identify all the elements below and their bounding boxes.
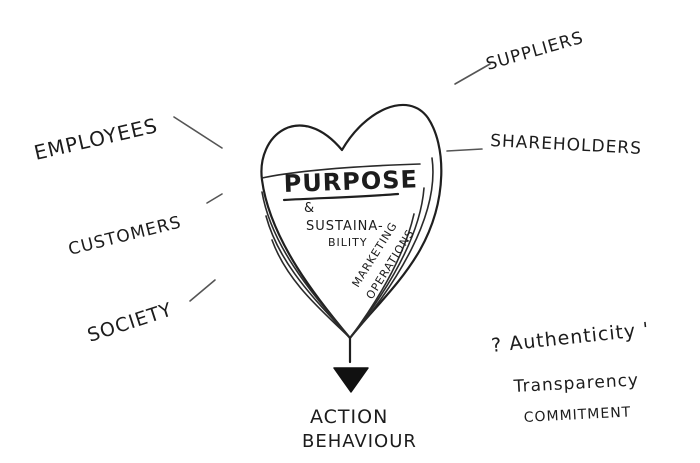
connector-shareholders: [446, 148, 483, 152]
connector-society: [189, 279, 216, 302]
heart-layer-left-2: [265, 215, 351, 339]
heart-outline: [260, 103, 443, 340]
heart-layer-left-3: [271, 239, 351, 339]
label-action: ACTION: [310, 406, 388, 428]
action-arrowhead: [333, 367, 369, 393]
heart-purpose-text: PURPOSE: [283, 165, 418, 198]
label-employees: EMPLOYEES: [32, 113, 160, 165]
label-transparency: Transparency: [512, 370, 639, 397]
connector-customers: [206, 193, 223, 204]
label-society: SOCIETY: [85, 299, 176, 347]
heart-sustainability-line2: BILITY: [328, 236, 368, 249]
connector-suppliers: [454, 63, 491, 85]
label-authenticity: ? Authenticity ': [490, 318, 650, 356]
label-customers: CUSTOMERS: [66, 212, 183, 259]
purpose-underline: [282, 192, 400, 202]
purpose-top-line: [261, 163, 421, 179]
label-suppliers: SUPPLIERS: [484, 28, 586, 75]
label-commitment: COMMITMENT: [523, 404, 631, 426]
heart-sustainability-line1: SUSTAINA-: [306, 219, 384, 234]
heart-layer-right-1: [349, 157, 434, 339]
label-shareholders: SHAREHOLDERS: [490, 131, 643, 159]
connector-employees: [173, 116, 223, 149]
label-behaviour: BEHAVIOUR: [302, 431, 417, 452]
heart-ampersand: &: [304, 201, 315, 216]
heart-layer-right-3: [349, 213, 415, 339]
